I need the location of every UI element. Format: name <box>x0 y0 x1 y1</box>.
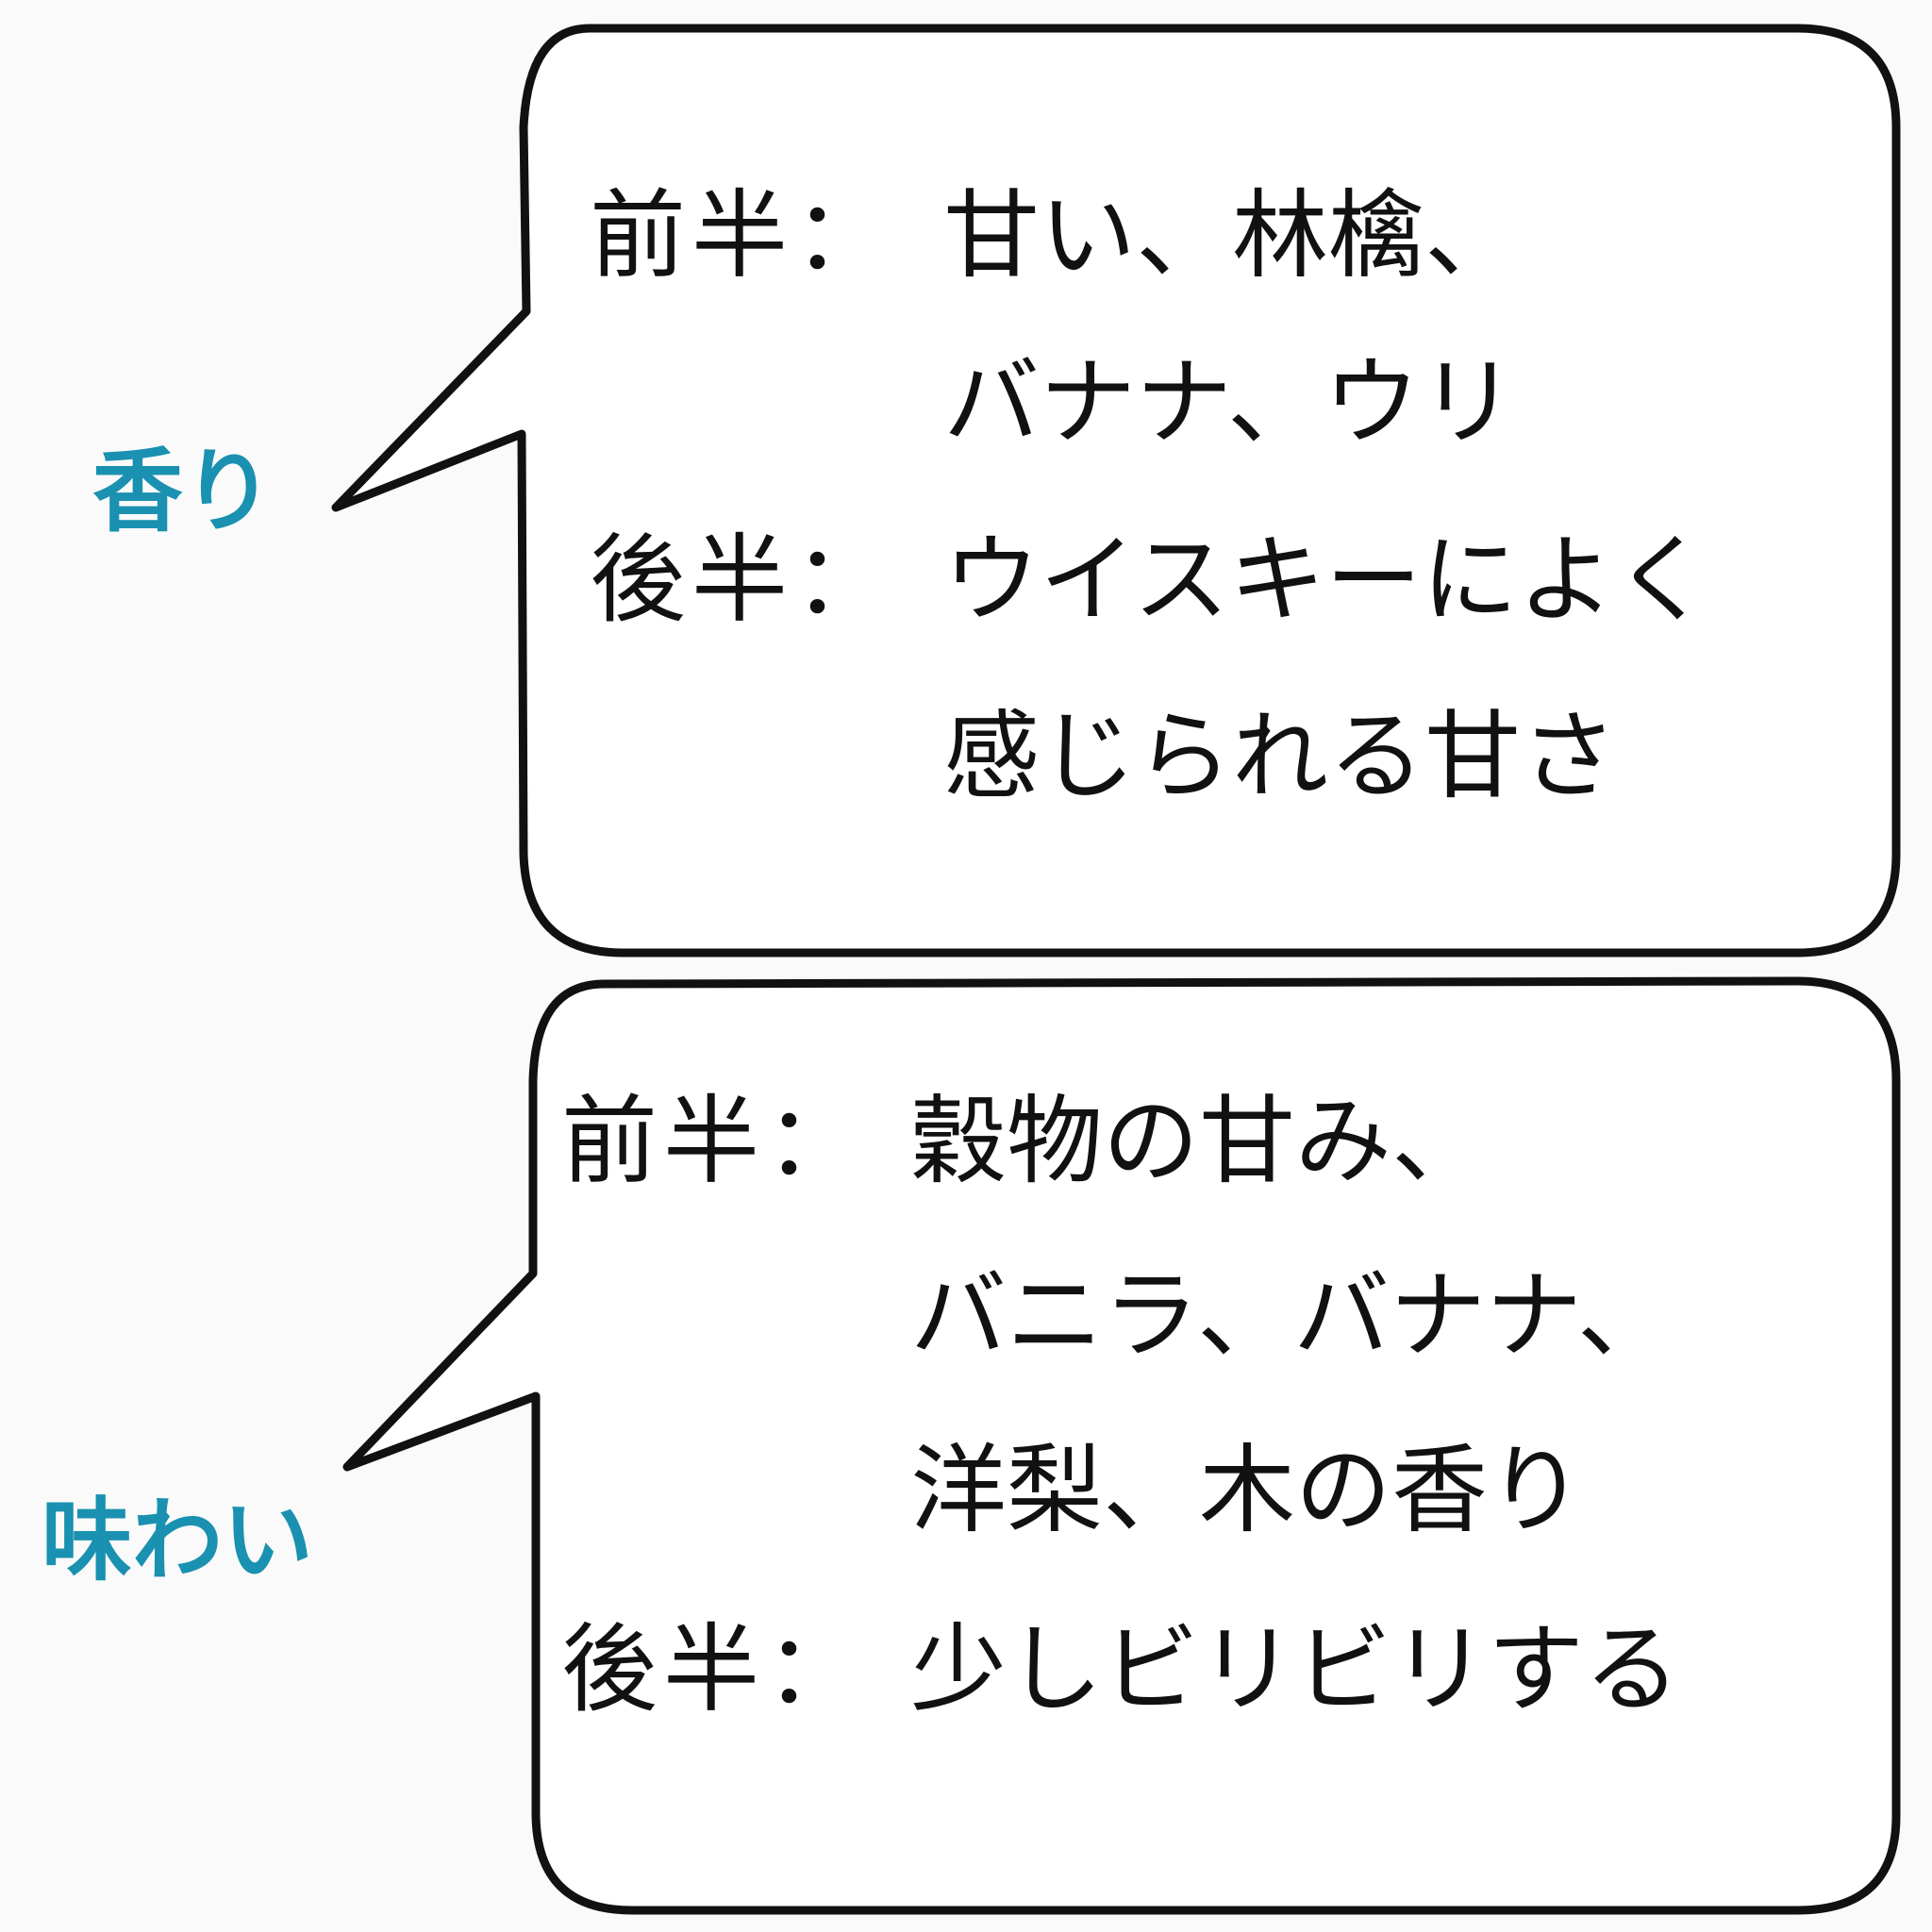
taste-title: 味わい <box>42 1488 313 1593</box>
aroma-second-half-line-1: ウイスキーによく <box>943 525 1710 637</box>
aroma-first-half-label: 前半： <box>590 180 895 292</box>
aroma-second-half-line-2: 感じられる甘さ <box>943 701 1617 813</box>
aroma-second-half-label: 後半： <box>590 525 895 637</box>
aroma-speech-bubble <box>331 24 1901 958</box>
taste-speech-bubble <box>342 976 1901 1915</box>
taste-first-half-line-3: 洋梨、木の香り <box>910 1435 1584 1547</box>
taste-first-half-line-1: 穀物の甘み、 <box>910 1086 1488 1198</box>
taste-first-half-line-2: バニラ、バナナ、 <box>910 1260 1674 1373</box>
aroma-first-half-line-1: 甘い、林檎、 <box>943 180 1521 292</box>
taste-second-half-line-1: 少しビリビリする <box>910 1614 1680 1726</box>
taste-second-half-label: 後半： <box>561 1614 867 1726</box>
aroma-first-half-line-2: バナナ、ウリ <box>943 347 1516 459</box>
aroma-title: 香り <box>92 439 274 544</box>
taste-first-half-label: 前半： <box>561 1086 867 1198</box>
